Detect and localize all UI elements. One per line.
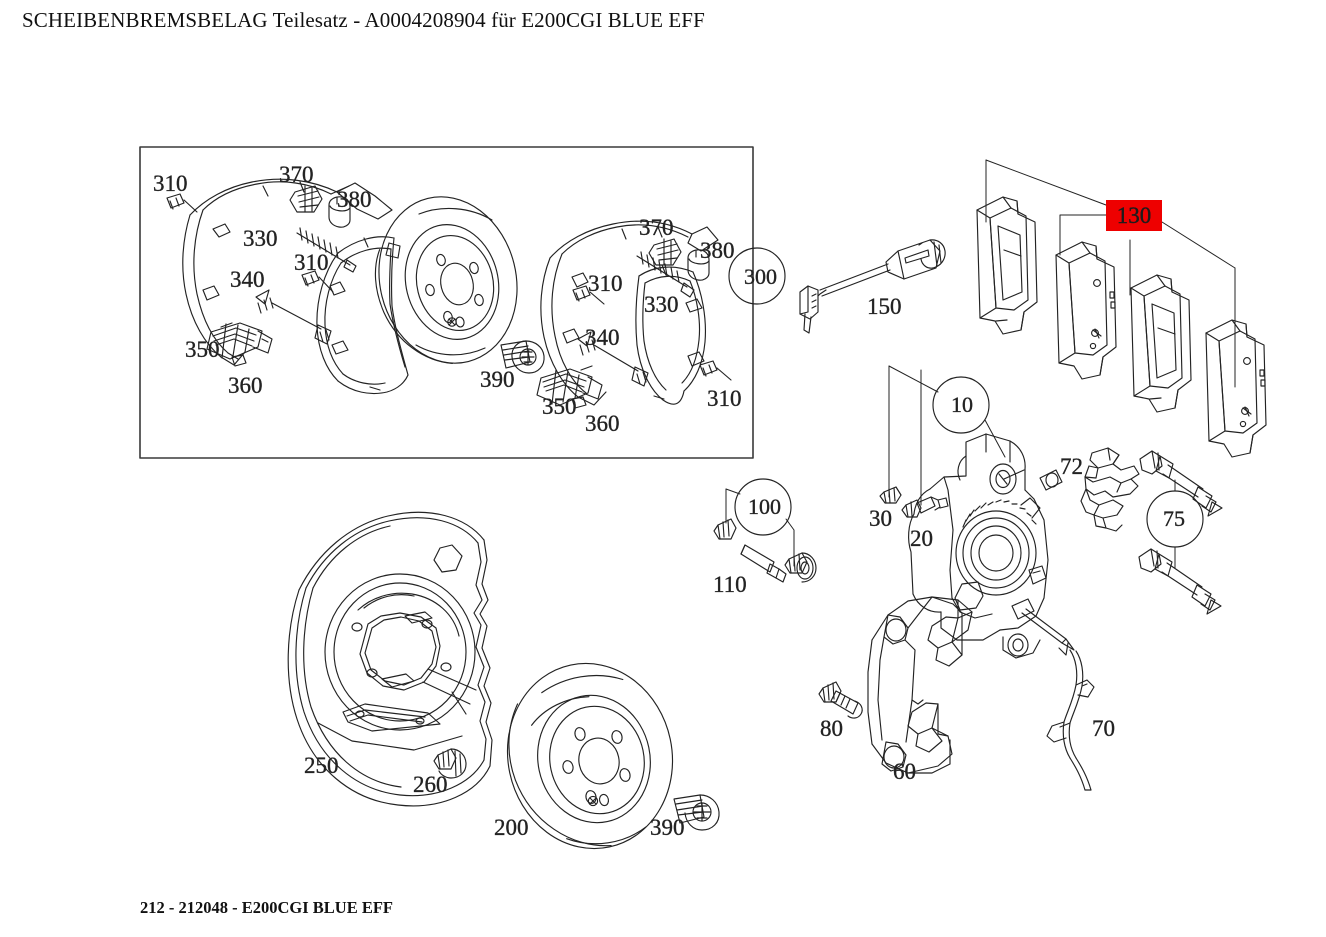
highlighted-callout-130[interactable]: 130 <box>1106 200 1162 231</box>
pin-310-left <box>166 193 198 213</box>
callout-label-10: 10 <box>951 392 973 417</box>
callout-label-250: 250 <box>304 753 339 778</box>
callout-label-30: 30 <box>869 506 892 531</box>
brake-pad-3 <box>1130 274 1192 413</box>
retainer-360-left <box>231 354 247 367</box>
spring-330-left <box>296 227 357 273</box>
drum-rotor-center <box>374 196 518 365</box>
callout-label-360-b: 360 <box>585 411 620 436</box>
callout-circle-75 <box>1146 479 1204 569</box>
pad-retainer-clip-72 <box>1080 447 1140 532</box>
callout-label-370-a: 370 <box>279 162 314 187</box>
dust-shield-bolt-260 <box>433 748 467 779</box>
rotor-screw-390 <box>673 794 720 831</box>
callout-circle-300 <box>728 247 786 305</box>
expander-370-right <box>648 238 682 266</box>
callout-circle-10 <box>888 365 1006 506</box>
callout-label-110: 110 <box>713 572 747 597</box>
callout-label-390-a: 390 <box>480 367 515 392</box>
leader-lines-130 <box>985 159 1236 388</box>
brake-pad-2 <box>1055 241 1117 380</box>
parking-brake-shoe-left <box>182 178 393 366</box>
callout-label-310-c: 310 <box>588 271 623 296</box>
caliper-housing-10 <box>908 433 1063 659</box>
callout-label-350-b: 350 <box>542 394 577 419</box>
caliper-guide-bolt-lower <box>1138 548 1222 615</box>
bleeder-cap-30 <box>879 486 902 504</box>
callout-label-150: 150 <box>867 294 902 319</box>
callout-label-350-a: 350 <box>185 337 220 362</box>
callout-label-380-b: 380 <box>700 238 735 263</box>
callout-label-330-b: 330 <box>644 292 679 317</box>
page-title: SCHEIBENBREMSBELAG Teilesatz - A00042089… <box>22 8 705 32</box>
callout-label-390-b: 390 <box>650 815 685 840</box>
pin-310-right <box>572 285 605 305</box>
expander-370-left <box>289 185 323 213</box>
guide-pin-sleeve-110 <box>713 518 817 583</box>
callout-label-200: 200 <box>494 815 529 840</box>
retainer-360-right <box>571 396 587 409</box>
callout-label-80: 80 <box>820 716 843 741</box>
callout-label-310-a: 310 <box>153 171 188 196</box>
pin-310-left-b <box>301 270 334 293</box>
callout-circle-100 <box>725 478 795 567</box>
spring-330-right <box>636 251 695 298</box>
adjuster-350-right <box>536 368 603 406</box>
callout-label-310-b: 310 <box>294 250 329 275</box>
spring-cup-380-left <box>328 196 351 228</box>
guide-pin-20 <box>901 496 949 518</box>
caliper-guide-bolt-upper <box>1139 450 1223 517</box>
caliper-mounting-bolt-80 <box>818 681 863 719</box>
callout-label-360-a: 360 <box>228 373 263 398</box>
caliper-bracket-60 <box>867 596 973 774</box>
callout-label-370-b: 370 <box>639 215 674 240</box>
brake-pad-4 <box>1205 319 1267 458</box>
callout-label-72: 72 <box>1060 454 1083 479</box>
adjuster-350-left <box>206 322 273 360</box>
brake-dust-shield-250 <box>287 511 493 807</box>
brake-disc-200 <box>506 662 674 850</box>
screw-390-box <box>500 340 545 374</box>
highlighted-callout-label: 130 <box>1116 203 1152 228</box>
callout-label-340-b: 340 <box>585 325 620 350</box>
callout-label-330-a: 330 <box>243 226 278 251</box>
pad-retaining-spring-70 <box>1021 608 1095 791</box>
callout-label-340-a: 340 <box>230 267 265 292</box>
callout-label-260: 260 <box>413 772 448 797</box>
callout-label-310-d: 310 <box>707 386 742 411</box>
callout-label-70: 70 <box>1092 716 1115 741</box>
callout-label-20: 20 <box>910 526 933 551</box>
page-footer: 212 - 212048 - E200CGI BLUE EFF <box>140 898 394 917</box>
group-box-300 <box>139 146 754 459</box>
spring-cup-380-right <box>687 249 710 281</box>
spring-340-right <box>577 331 649 387</box>
brake-pad-1 <box>976 196 1038 335</box>
callout-label-300: 300 <box>744 264 777 289</box>
callout-label-75: 75 <box>1163 506 1185 531</box>
callout-label-100: 100 <box>748 494 781 519</box>
parking-brake-shoe-right-inner <box>635 264 706 405</box>
spring-340-left <box>255 289 332 345</box>
pin-310-right-b <box>699 360 732 381</box>
callout-label-60: 60 <box>893 759 916 784</box>
parking-brake-shoe-left-inner <box>316 236 409 395</box>
callout-label-380-a: 380 <box>337 187 372 212</box>
wear-sensor-150 <box>799 239 946 334</box>
parking-brake-shoe-right <box>540 220 719 406</box>
